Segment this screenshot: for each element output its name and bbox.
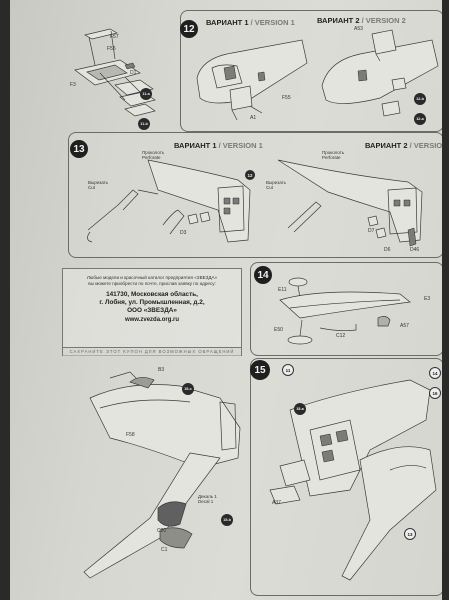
- step13-drawing-v1: [87, 159, 251, 243]
- label-f55: F55: [282, 95, 291, 101]
- step13-version2-title: ВАРИАНТ 2 / VERSION 2: [365, 141, 442, 150]
- order-coupon: Любые модели и красочный каталог предпри…: [62, 268, 242, 356]
- step14-drawing: [279, 277, 411, 345]
- v1-en-13: VERSION 1: [222, 141, 263, 150]
- label-a37: A37: [272, 500, 281, 506]
- label-d6: D6: [384, 247, 391, 253]
- coupon-address: 141730, Московская область, г. Лобня, ул…: [63, 291, 241, 315]
- address-line-1: 141730, Московская область,: [106, 291, 198, 298]
- tag-16: 16: [429, 387, 441, 399]
- tag-12-in-13: 12: [245, 170, 255, 180]
- coupon-intro: Любые модели и красочный каталог предпри…: [71, 275, 233, 287]
- step-15-badge: 15: [250, 360, 270, 380]
- label-e11: E11: [278, 287, 287, 293]
- cut-ru-2: Вырезать: [266, 180, 287, 185]
- label-c20: C20: [157, 528, 167, 534]
- v1-ru-13: ВАРИАНТ 1: [174, 141, 217, 150]
- label-d46: D46: [410, 247, 420, 253]
- coupon-website[interactable]: www.zvezda.org.ru: [124, 317, 180, 323]
- step-12-badge: 12: [180, 20, 198, 38]
- tag-13: 13: [404, 528, 416, 540]
- perforate-ru: Проколоть: [142, 150, 165, 155]
- tag-11a: 11-a: [140, 88, 152, 100]
- tag-11b: 11-b: [138, 118, 150, 130]
- instruction-sheet: F57 F55 D1 F3 11-a 11-b 12 ВАРИАНТ 1 / V…: [10, 0, 442, 600]
- step12-version2-title: ВАРИАНТ 2 / VERSION 2: [317, 16, 406, 25]
- label-d7: D7: [368, 228, 375, 234]
- step12-version1-title: ВАРИАНТ 1 / VERSION 1: [206, 18, 295, 27]
- cut-en-2: Cut: [266, 185, 274, 190]
- label-d1: D1: [130, 70, 137, 76]
- label-e50: E50: [274, 327, 283, 333]
- tag-15c: 15-c: [182, 383, 194, 395]
- cut-ru: Вырезать: [88, 180, 109, 185]
- v1-ru: ВАРИАНТ 1: [206, 18, 249, 27]
- coupon-intro-2: вы можете приобрести по почте, прислав з…: [88, 281, 216, 286]
- tag-15a: 15-a: [294, 403, 306, 415]
- coupon-intro-1: Любые модели и красочный каталог предпри…: [86, 275, 218, 280]
- label-d3: D3: [180, 230, 187, 236]
- step15-fuselage-right: [269, 379, 437, 581]
- v2-ru: ВАРИАНТ 2: [317, 16, 360, 25]
- label-e3: E3: [424, 296, 431, 302]
- v2-en: VERSION 2: [365, 16, 406, 25]
- decal-en: Decal 1: [198, 499, 214, 504]
- step12-drawing-v2: [321, 29, 439, 117]
- cut-en: Cut: [88, 185, 96, 190]
- step13-version1-title: ВАРИАНТ 1 / VERSION 1: [174, 141, 263, 150]
- label-f58: F58: [126, 432, 135, 438]
- v2-ru-13: ВАРИАНТ 2: [365, 141, 408, 150]
- label-a1: A1: [250, 115, 257, 121]
- label-c12: C12: [336, 333, 346, 339]
- address-line-2: г. Лобня, ул. Промышленная, д.2,: [99, 299, 205, 306]
- step11-drawing: [74, 28, 156, 117]
- step13-drawing-v2: [277, 159, 423, 247]
- label-b3: B3: [158, 367, 165, 373]
- tag-12a: 12-a: [414, 113, 426, 125]
- tag-11: 11: [282, 364, 294, 376]
- label-c1: C1: [161, 547, 168, 553]
- perforate-ru-2: Проколоть: [322, 150, 345, 155]
- v1-en: VERSION 1: [254, 18, 295, 27]
- label-f57: F57: [110, 34, 119, 40]
- v2-en-13: VERSION 2: [413, 141, 442, 150]
- step15-fuselage-left: [83, 371, 241, 579]
- perforate-en-2: Perforate: [322, 155, 341, 160]
- label-a57: A57: [400, 323, 409, 329]
- label-f55-top: F55: [107, 46, 116, 52]
- step-14-badge: 14: [254, 266, 272, 284]
- address-line-3: ООО «ЗВЕЗДА»: [127, 307, 177, 314]
- step12-drawing-v1: [196, 39, 308, 121]
- label-f3: F3: [70, 82, 76, 88]
- tag-14: 14: [429, 367, 441, 379]
- perforate-en: Perforate: [142, 155, 161, 160]
- label-a53: A53: [354, 26, 363, 32]
- decal-ru: Декаль 1: [198, 494, 217, 499]
- coupon-footer: САХРАНИТЕ ЭТОТ КУПОН ДЛЯ ВОЗМОЖНЫХ ОБРАЩ…: [63, 347, 241, 356]
- tag-15b: 15-b: [221, 514, 233, 526]
- tag-12b: 12-b: [414, 93, 426, 105]
- step-13-badge: 13: [70, 140, 88, 158]
